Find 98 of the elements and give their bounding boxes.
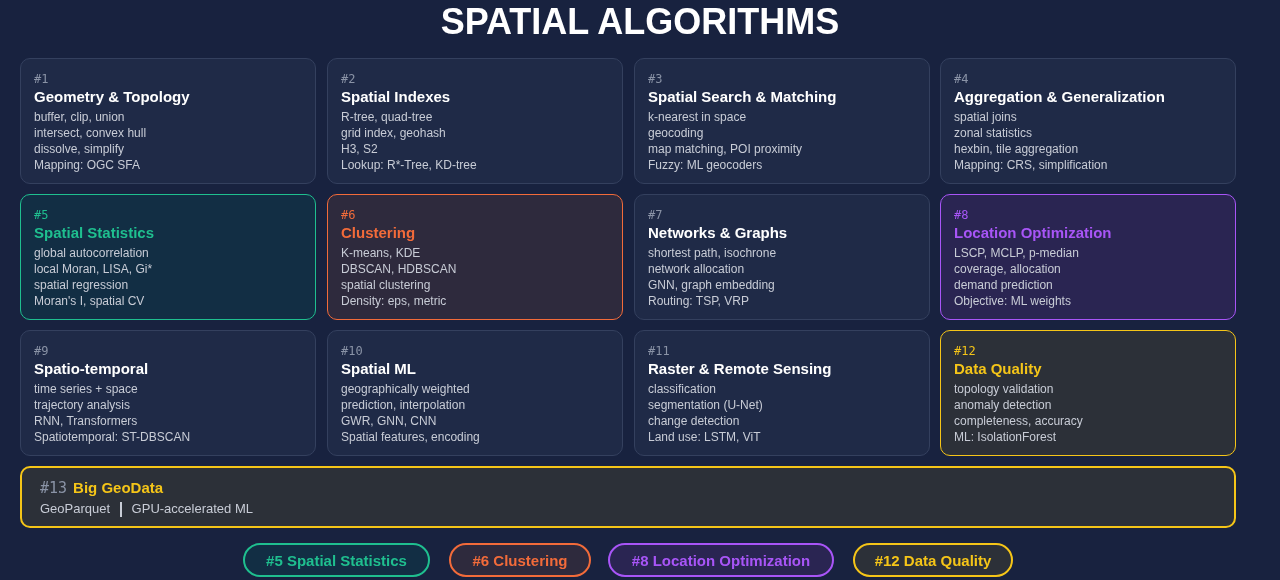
card-item: local Moran, LISA, Gi* [34, 261, 153, 277]
highlight-pill [243, 543, 430, 577]
card-title: Aggregation & Generalization [954, 87, 1165, 107]
card-number: #9 [34, 343, 49, 359]
card-title: Spatio-temporal [34, 359, 149, 379]
algorithm-card [940, 330, 1236, 456]
card-item: Objective: ML weights [954, 293, 1071, 309]
banner-item: GeoParquet [40, 501, 111, 517]
card-item: grid index, geohash [341, 125, 446, 141]
pill-label: #8 Location Optimization [631, 551, 811, 569]
card-number: #1 [34, 71, 49, 87]
card-item: Fuzzy: ML geocoders [648, 157, 763, 173]
card-item: spatial clustering [341, 277, 431, 293]
card-title: Spatial Search & Matching [648, 87, 837, 107]
card-item: GWR, GNN, CNN [341, 413, 437, 429]
card-item: trajectory analysis [34, 397, 131, 413]
card-title: Clustering [341, 223, 416, 243]
card-item: demand prediction [954, 277, 1053, 293]
card-item: geographically weighted [341, 381, 470, 397]
card-item: geocoding [648, 125, 704, 141]
card-title: Networks & Graphs [648, 223, 788, 243]
card-item: dissolve, simplify [34, 141, 125, 157]
card-item: Mapping: OGC SFA [34, 157, 141, 173]
card-item: H3, S2 [341, 141, 378, 157]
card-item: K-means, KDE [341, 245, 421, 261]
card-item: topology validation [954, 381, 1054, 397]
card-item: DBSCAN, HDBSCAN [341, 261, 457, 277]
card-item: shortest path, isochrone [648, 245, 777, 261]
card-item: network allocation [648, 261, 745, 277]
card-number: #5 [34, 207, 49, 223]
page-title: SPATIAL ALGORITHMS [439, 0, 841, 44]
pill-label: #5 Spatial Statistics [266, 551, 407, 569]
algorithm-card [940, 194, 1236, 320]
card-number: #4 [954, 71, 969, 87]
algorithm-card [327, 58, 623, 184]
card-item: k-nearest in space [648, 109, 747, 125]
algorithm-card [634, 58, 930, 184]
card-item: zonal statistics [954, 125, 1033, 141]
card-item: hexbin, tile aggregation [954, 141, 1079, 157]
card-number: #6 [341, 207, 356, 223]
card-item: Density: eps, metric [341, 293, 447, 309]
algorithm-card [327, 330, 623, 456]
card-item: coverage, allocation [954, 261, 1061, 277]
card-item: Spatial features, encoding [341, 429, 480, 445]
card-item: RNN, Transformers [34, 413, 138, 429]
card-item: Spatiotemporal: ST-DBSCAN [34, 429, 191, 445]
highlight-pill [853, 543, 1013, 577]
algorithm-card [940, 58, 1236, 184]
card-item: Moran's I, spatial CV [34, 293, 145, 309]
card-item: ML: IsolationForest [954, 429, 1057, 445]
card-title: Spatial Indexes [341, 87, 451, 107]
card-number: #7 [648, 207, 663, 223]
card-number: #3 [648, 71, 663, 87]
algorithm-card [20, 330, 316, 456]
card-item: intersect, convex hull [34, 125, 147, 141]
pill-label: #6 Clustering [472, 551, 568, 569]
card-item: global autocorrelation [34, 245, 149, 261]
card-item: map matching, POI proximity [648, 141, 803, 157]
card-item: time series + space [34, 381, 138, 397]
algorithm-card [327, 194, 623, 320]
card-item: buffer, clip, union [34, 109, 125, 125]
category-banner [20, 466, 1236, 528]
algorithm-card [634, 194, 930, 320]
card-title: Big GeoData [73, 478, 164, 498]
card-item: spatial joins [954, 109, 1017, 125]
card-item: R-tree, quad-tree [341, 109, 433, 125]
banner-item: GPU-accelerated ML [131, 501, 253, 517]
card-item: anomaly detection [954, 397, 1052, 413]
card-title: Geometry & Topology [34, 87, 190, 107]
card-item: Mapping: CRS, simplification [954, 157, 1108, 173]
card-item: LSCP, MCLP, p-median [954, 245, 1079, 261]
card-item: change detection [648, 413, 740, 429]
card-item: Lookup: R*-Tree, KD-tree [341, 157, 477, 173]
pill-label: #12 Data Quality [874, 551, 992, 569]
card-item: completeness, accuracy [954, 413, 1083, 429]
algorithm-card [20, 194, 316, 320]
card-title: Location Optimization [954, 223, 1112, 243]
card-item: spatial regression [34, 277, 129, 293]
card-title: Spatial Statistics [34, 223, 155, 243]
card-item: GNN, graph embedding [648, 277, 775, 293]
card-item: segmentation (U-Net) [648, 397, 763, 413]
card-item: prediction, interpolation [341, 397, 466, 413]
card-number: #2 [341, 71, 356, 87]
highlight-pill [608, 543, 834, 577]
card-item: classification [648, 381, 717, 397]
card-title: Spatial ML [341, 359, 416, 379]
card-item: Land use: LSTM, ViT [648, 429, 761, 445]
card-title: Raster & Remote Sensing [648, 359, 832, 379]
card-number: #12 [954, 343, 976, 359]
card-item: Routing: TSP, VRP [648, 293, 749, 309]
card-number: #13 [40, 480, 68, 496]
card-number: #11 [648, 343, 670, 359]
card-number: #10 [341, 343, 363, 359]
card-title: Data Quality [954, 359, 1042, 379]
algorithm-card [634, 330, 930, 456]
highlight-pill [449, 543, 591, 577]
card-number: #8 [954, 207, 969, 223]
algorithm-card [20, 58, 316, 184]
